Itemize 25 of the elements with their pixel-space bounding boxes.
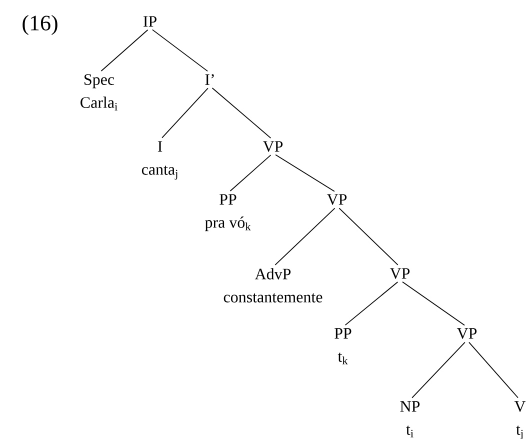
branch-line bbox=[275, 154, 335, 192]
branch-line bbox=[338, 208, 398, 266]
branch-line bbox=[344, 282, 398, 326]
tree-node-label: PP pra vó$_{k}$ bbox=[205, 194, 251, 232]
tree-node-label: Spec Carla$_{i}$ bbox=[80, 74, 118, 110]
branch-line bbox=[152, 29, 208, 72]
tree-label: VP bbox=[262, 141, 283, 152]
branch-line bbox=[468, 342, 518, 398]
tree-label: VP bbox=[456, 328, 477, 339]
branch-line bbox=[402, 281, 465, 326]
branch-line bbox=[100, 29, 148, 72]
tree-node-label: NP t$_{i}$ bbox=[400, 401, 420, 438]
branch-line bbox=[230, 154, 272, 192]
tree-label: I’ bbox=[205, 74, 214, 85]
tree-label: VP bbox=[390, 268, 410, 279]
branch-line bbox=[162, 88, 208, 138]
tree-node-label: PP t$_{k}$ bbox=[334, 328, 352, 364]
tree-label: VP bbox=[326, 194, 347, 205]
branch-line bbox=[274, 208, 336, 266]
example-number: (16) bbox=[22, 15, 58, 35]
branch-line bbox=[412, 342, 466, 398]
branch-line bbox=[212, 88, 272, 138]
tree-node-label: I canta$_{j}$ bbox=[142, 141, 178, 180]
tree-label: IP bbox=[143, 16, 156, 27]
tree-node-label: AdvP constantemente bbox=[224, 268, 322, 302]
